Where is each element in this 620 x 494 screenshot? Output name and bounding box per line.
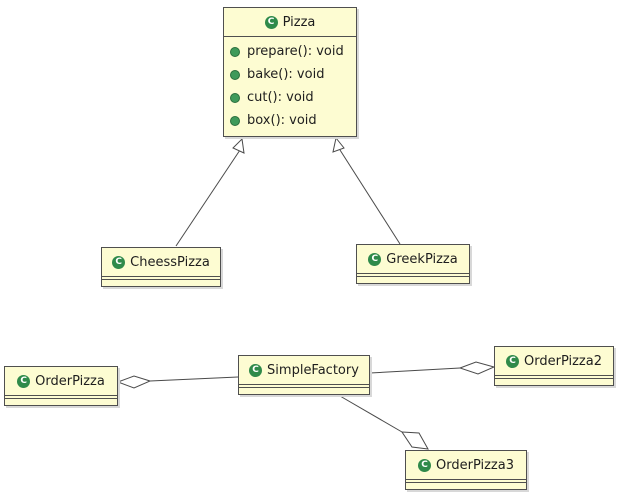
aggregation-orderpizza3-simplefactory[interactable] [339, 395, 429, 450]
class-simplefactory-divider [239, 384, 369, 385]
class-pizza[interactable]: C Pizza prepare(): void bake(): void cut… [223, 7, 357, 137]
class-cheesspizza[interactable]: C CheessPizza [101, 247, 221, 287]
public-method-icon [230, 69, 240, 80]
class-simplefactory-name: SimpleFactory [267, 362, 359, 378]
generalization-cheesspizza-pizza[interactable] [175, 137, 245, 247]
method-box[interactable]: box(): void [224, 109, 356, 132]
class-cheesspizza-name: CheessPizza [130, 254, 210, 270]
class-orderpizza2-header: C OrderPizza2 [495, 347, 613, 375]
class-simplefactory-divider-2 [239, 387, 369, 388]
method-label: bake(): void [247, 67, 325, 82]
class-orderpizza-name: OrderPizza [35, 373, 105, 389]
method-label: cut(): void [247, 90, 314, 105]
class-orderpizza[interactable]: C OrderPizza [4, 366, 118, 406]
class-pizza-header: C Pizza [224, 8, 356, 36]
class-orderpizza3-divider-2 [406, 482, 526, 483]
class-pizza-methods: prepare(): void bake(): void cut(): void… [224, 37, 356, 132]
class-orderpizza3-header: C OrderPizza3 [406, 451, 526, 479]
class-icon: C [17, 374, 31, 388]
class-cheesspizza-divider-2 [102, 279, 220, 280]
class-icon: C [368, 252, 382, 266]
public-method-icon [230, 92, 240, 103]
class-orderpizza-divider [5, 395, 117, 396]
method-label: prepare(): void [247, 44, 344, 59]
class-simplefactory[interactable]: C SimpleFactory [238, 355, 370, 395]
class-orderpizza-header: C OrderPizza [5, 367, 117, 395]
method-bake[interactable]: bake(): void [224, 63, 356, 86]
method-prepare[interactable]: prepare(): void [224, 40, 356, 63]
class-icon: C [264, 15, 278, 29]
class-greekpizza[interactable]: C GreekPizza [356, 244, 470, 284]
class-icon: C [506, 354, 519, 368]
class-orderpizza2-divider [495, 375, 613, 376]
class-pizza-name: Pizza [282, 14, 316, 30]
class-cheesspizza-header: C CheessPizza [102, 248, 220, 276]
generalization-greekpizza-pizza[interactable] [332, 136, 401, 245]
class-orderpizza-divider-2 [5, 398, 117, 399]
public-method-icon [230, 115, 240, 126]
class-icon: C [112, 255, 126, 269]
public-method-icon [230, 46, 240, 57]
aggregation-orderpizza2-simplefactory[interactable] [369, 361, 496, 375]
method-label: box(): void [247, 113, 317, 128]
class-greekpizza-name: GreekPizza [386, 251, 458, 267]
class-simplefactory-header: C SimpleFactory [239, 356, 369, 384]
class-icon: C [249, 363, 263, 377]
class-orderpizza3-divider [406, 479, 526, 480]
class-greekpizza-divider [357, 273, 469, 274]
class-greekpizza-header: C GreekPizza [357, 245, 469, 273]
aggregation-orderpizza-simplefactory[interactable] [116, 375, 239, 389]
method-cut[interactable]: cut(): void [224, 86, 356, 109]
class-orderpizza2-divider-2 [495, 378, 613, 379]
class-greekpizza-divider-2 [357, 276, 469, 277]
class-orderpizza2-name: OrderPizza2 [524, 353, 602, 369]
class-cheesspizza-divider [102, 276, 220, 277]
class-pizza-divider [224, 36, 356, 37]
class-icon: C [418, 458, 431, 472]
class-orderpizza3-name: OrderPizza3 [436, 457, 514, 473]
class-orderpizza3[interactable]: C OrderPizza3 [405, 450, 527, 490]
class-orderpizza2[interactable]: C OrderPizza2 [494, 346, 614, 386]
